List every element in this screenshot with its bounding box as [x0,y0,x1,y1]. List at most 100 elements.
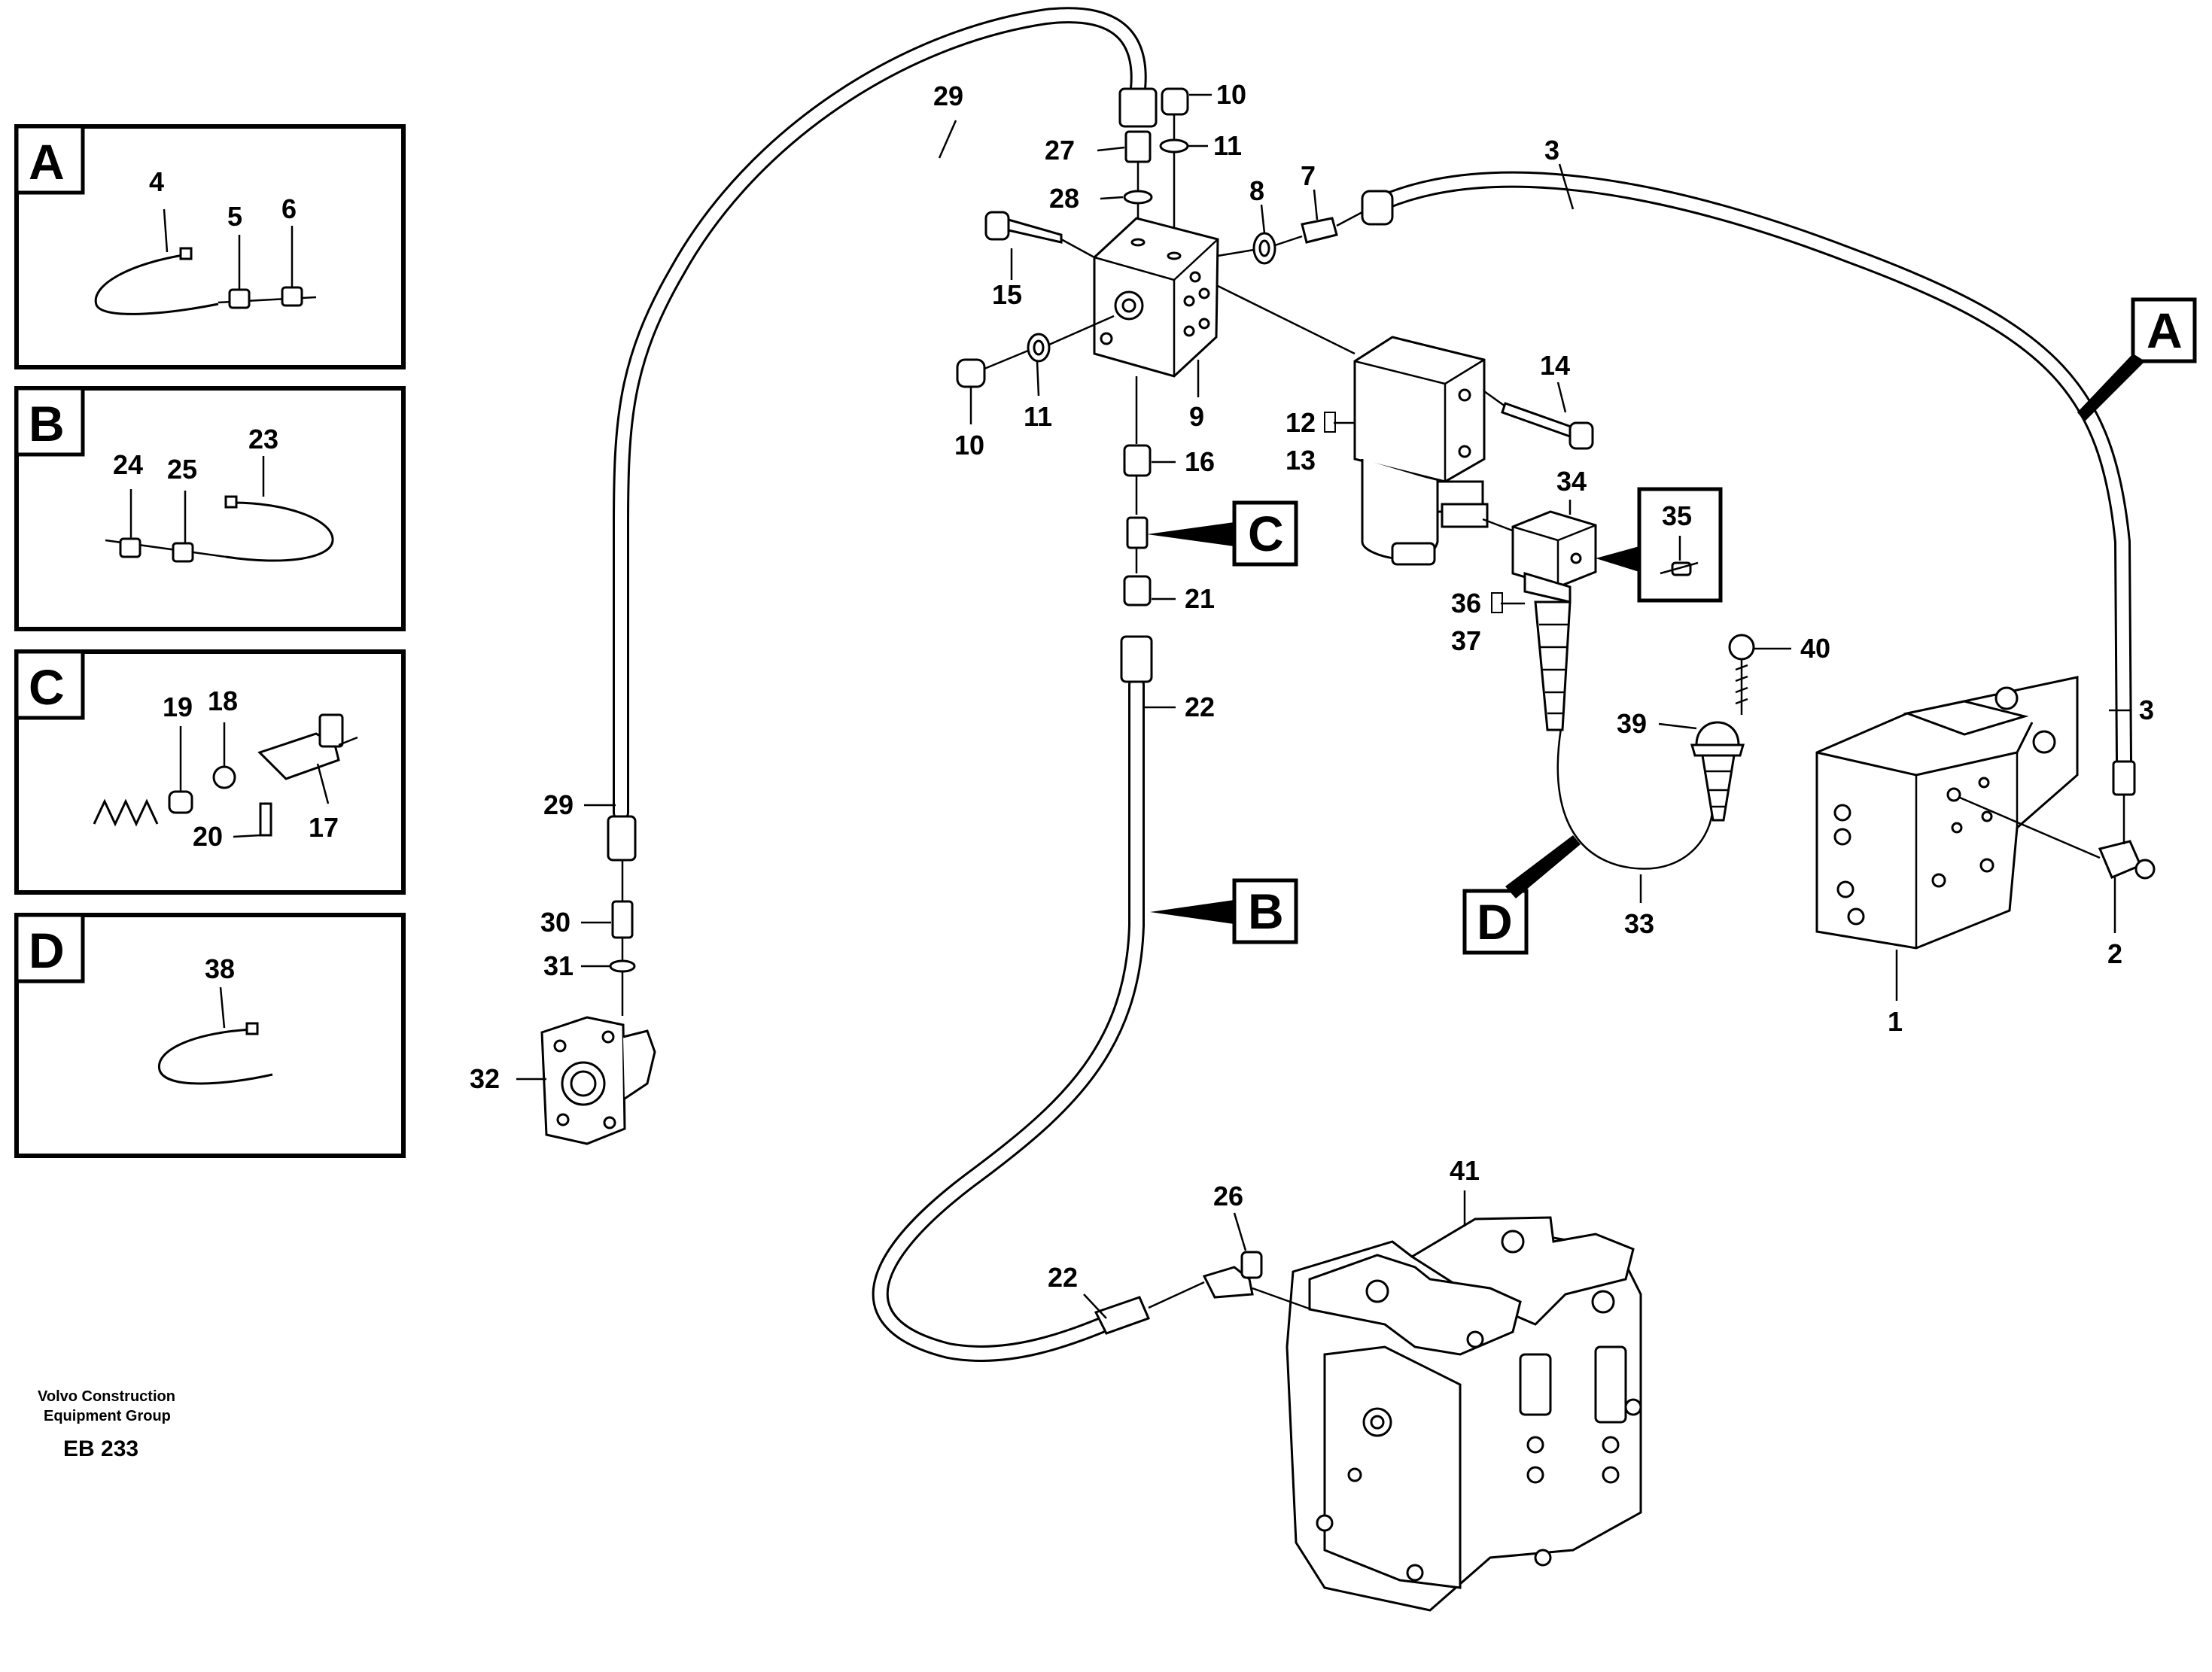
svg-text:2: 2 [2107,938,2122,969]
svg-text:36: 36 [1451,588,1481,619]
cable-tie [94,253,219,315]
plunger [168,790,193,814]
fitting-7-8 [1217,190,1394,265]
part-labels: 4 5 6 23 24 25 18 19 17 20 38 29 10 11 2… [113,79,2154,1293]
clamp [228,288,251,309]
svg-text:19: 19 [163,692,193,722]
svg-text:31: 31 [543,950,574,981]
flange-32 [540,1016,656,1145]
svg-text:15: 15 [992,279,1022,310]
svg-text:C: C [1248,506,1284,561]
plug-10-left [956,315,1115,388]
svg-text:29: 29 [933,81,963,111]
svg-text:8: 8 [1249,175,1264,206]
valve-block-9 [1093,217,1219,378]
svg-text:40: 40 [1800,633,1830,664]
leader-lines [516,93,2130,1319]
connector-34 [1482,510,1597,731]
svg-text:A: A [2147,302,2183,358]
screw-40 [1728,634,1791,715]
cable-tie [157,1028,273,1085]
svg-text:33: 33 [1624,908,1654,939]
svg-text:9: 9 [1189,401,1204,432]
svg-text:26: 26 [1213,1181,1243,1211]
callout-b: B [1150,878,1298,944]
svg-text:4: 4 [149,166,164,197]
ball [212,765,236,789]
svg-text:7: 7 [1301,160,1316,191]
hose-22 [872,676,1145,1362]
svg-text:34: 34 [1556,466,1587,497]
callout-d: D [1462,835,1581,955]
callout-c: C [1147,500,1298,567]
svg-text:30: 30 [540,907,570,938]
detail-panel-c: C [14,649,406,895]
svg-text:13: 13 [1286,445,1316,476]
fitting-26 [1094,1251,1312,1335]
drawing-code: EB 233 [63,1436,138,1461]
clamp [281,286,303,307]
pin [259,802,272,837]
svg-text:12: 12 [1286,407,1316,438]
detail-letter-d: D [29,923,65,978]
callout-35-box [1596,487,1723,603]
svg-text:14: 14 [1540,350,1570,381]
svg-text:1: 1 [1888,1006,1903,1037]
svg-text:29: 29 [543,789,574,820]
svg-text:20: 20 [193,821,223,852]
svg-text:21: 21 [1185,583,1215,614]
detail-panel-a: A [14,124,406,369]
svg-text:17: 17 [309,812,339,843]
bolt-14 [1483,390,1594,450]
svg-text:5: 5 [227,201,242,232]
hose-3 [1377,171,2132,768]
lamp-39 [1690,721,1745,822]
svg-text:32: 32 [470,1063,500,1094]
fitting-stack-left [607,815,637,1016]
spring [93,798,159,827]
svg-text:22: 22 [1048,1262,1078,1293]
svg-text:3: 3 [2139,695,2154,725]
svg-text:22: 22 [1185,692,1215,722]
svg-text:3: 3 [1544,135,1559,166]
svg-text:27: 27 [1045,135,1075,166]
bolt-15 [984,211,1095,259]
clamp [172,542,194,563]
svg-text:23: 23 [248,424,278,454]
svg-text:35: 35 [1662,500,1692,531]
svg-text:11: 11 [1213,130,1242,161]
svg-text:10: 10 [1216,79,1246,110]
svg-text:41: 41 [1450,1155,1480,1186]
company-line-2: Equipment Group [44,1408,171,1424]
detail-letter-c: C [29,659,65,715]
detail-panel-d: D [14,913,406,1158]
solenoid-12-13 [1217,284,1489,566]
fitting-2 [1959,760,2156,880]
detail-panel-b: B [14,386,406,631]
fitting-stack-top [1118,87,1189,241]
hose-29 [613,7,1147,821]
svg-text:28: 28 [1049,183,1079,214]
svg-text:39: 39 [1617,708,1647,739]
svg-text:24: 24 [113,449,143,480]
svg-text:6: 6 [281,193,297,224]
cable-tie [225,501,334,562]
detail-letter-a: A [29,134,65,190]
company-line-1: Volvo Construction [38,1388,175,1405]
svg-text:B: B [1248,883,1284,939]
callout-a: A [2077,297,2197,421]
main-valve-41 [1286,1216,1642,1612]
svg-text:25: 25 [167,454,197,485]
clamp [119,537,141,558]
svg-text:10: 10 [954,430,984,461]
svg-text:11: 11 [1024,401,1052,432]
valve-body [257,732,340,780]
valve-block-1 [1815,676,2079,950]
svg-text:38: 38 [205,953,235,984]
fitting-column-center [1120,376,1153,683]
svg-text:18: 18 [208,686,238,716]
cable-33 [1556,728,1714,870]
svg-text:16: 16 [1185,446,1215,477]
svg-text:D: D [1477,894,1513,950]
